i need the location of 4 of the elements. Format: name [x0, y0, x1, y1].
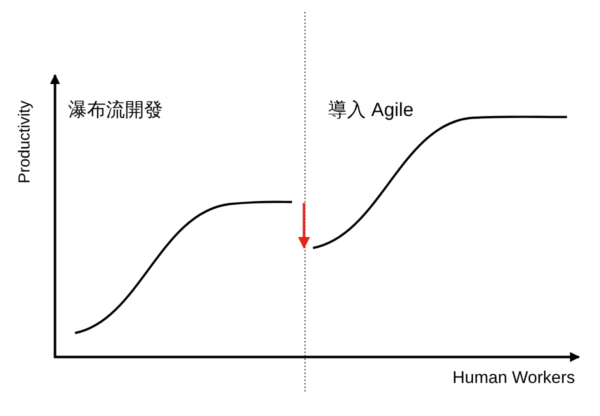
heading: 瀑布流開發	[68, 101, 163, 120]
axis-title: Productivity	[16, 100, 33, 184]
heading: 導入 Agile	[328, 101, 414, 120]
axis-title: Human Workers	[452, 369, 575, 386]
